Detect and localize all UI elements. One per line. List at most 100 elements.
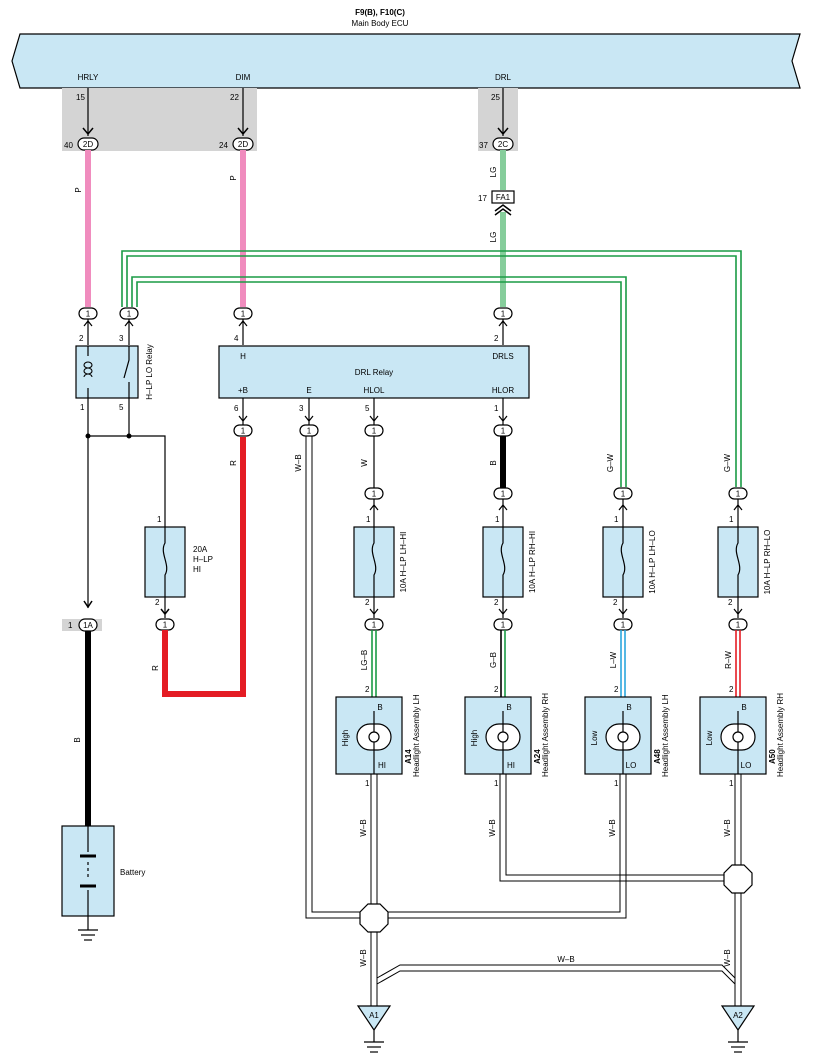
- svg-text:DRLS: DRLS: [492, 352, 513, 361]
- svg-text:4: 4: [234, 334, 239, 343]
- svg-text:Headlight Assembly RH: Headlight Assembly RH: [776, 693, 785, 777]
- svg-text:1: 1: [501, 621, 506, 630]
- svg-text:2: 2: [614, 685, 619, 694]
- svg-text:HLOL: HLOL: [364, 386, 385, 395]
- svg-text:W–B: W–B: [723, 819, 732, 836]
- ecu-pin-dim: DIM: [236, 73, 251, 82]
- svg-text:1: 1: [501, 490, 506, 499]
- wire-label-p2: P: [229, 175, 238, 180]
- junction-pin-37: 37: [479, 141, 488, 150]
- svg-text:B: B: [73, 737, 82, 742]
- svg-text:2: 2: [365, 685, 370, 694]
- pin-22: 22: [230, 93, 239, 102]
- svg-text:1: 1: [86, 310, 91, 319]
- ground-a1: [356, 1005, 392, 1032]
- junction-pin-24: 24: [219, 141, 228, 150]
- battery-label: Battery: [120, 868, 145, 877]
- svg-text:B: B: [741, 703, 746, 712]
- svg-text:HI: HI: [507, 761, 515, 770]
- svg-text:2: 2: [494, 598, 499, 607]
- svg-text:1: 1: [614, 779, 619, 788]
- svg-text:1: 1: [621, 490, 626, 499]
- svg-text:1: 1: [494, 779, 499, 788]
- svg-text:R: R: [229, 460, 238, 466]
- svg-text:W: W: [360, 459, 369, 467]
- svg-text:A24: A24: [533, 749, 542, 764]
- relay-top-connectors: 1 1 1 1: [78, 307, 513, 320]
- svg-text:High: High: [470, 730, 479, 746]
- svg-text:1: 1: [68, 621, 73, 630]
- svg-text:3: 3: [119, 334, 124, 343]
- svg-text:1: 1: [729, 515, 734, 524]
- svg-text:1: 1: [307, 427, 312, 436]
- svg-text:1: 1: [366, 515, 371, 524]
- svg-text:1: 1: [501, 310, 506, 319]
- h-lp-lo-relay-label: H–LP LO Relay: [145, 344, 154, 399]
- pin-25: 25: [491, 93, 500, 102]
- ecu-pin-drl: DRL: [495, 73, 512, 82]
- svg-text:Headlight Assembly RH: Headlight Assembly RH: [541, 693, 550, 777]
- svg-text:LG–B: LG–B: [360, 650, 369, 670]
- svg-text:Low: Low: [590, 730, 599, 745]
- svg-text:1: 1: [501, 427, 506, 436]
- svg-text:H: H: [240, 352, 246, 361]
- svg-text:1: 1: [157, 515, 162, 524]
- svg-text:1: 1: [614, 515, 619, 524]
- svg-text:R–W: R–W: [724, 651, 733, 669]
- wire-label-lg2: LG: [489, 232, 498, 243]
- main-body-ecu: [11, 33, 801, 89]
- svg-text:R: R: [151, 665, 160, 671]
- wire-label-lg1: LG: [489, 167, 498, 178]
- svg-text:1: 1: [495, 515, 500, 524]
- svg-text:HI: HI: [193, 565, 201, 574]
- svg-text:1: 1: [127, 310, 132, 319]
- svg-text:1: 1: [241, 310, 246, 319]
- svg-text:1: 1: [736, 490, 741, 499]
- svg-text:High: High: [341, 730, 350, 746]
- svg-text:FA1: FA1: [496, 193, 511, 202]
- svg-text:A48: A48: [653, 749, 662, 764]
- svg-text:Headlight Assembly LH: Headlight Assembly LH: [412, 694, 421, 777]
- h-lp-lo-relay: [75, 345, 139, 399]
- fuse-hi-amp: 20A: [193, 545, 208, 554]
- svg-text:B: B: [626, 703, 631, 712]
- svg-text:1: 1: [372, 490, 377, 499]
- svg-text:W–B: W–B: [294, 454, 303, 471]
- svg-text:B: B: [489, 460, 498, 465]
- svg-text:1: 1: [163, 621, 168, 630]
- svg-text:1: 1: [241, 427, 246, 436]
- svg-text:Headlight Assembly LH: Headlight Assembly LH: [661, 694, 670, 777]
- svg-text:2D: 2D: [238, 140, 248, 149]
- svg-text:2C: 2C: [498, 140, 508, 149]
- svg-text:2: 2: [155, 598, 160, 607]
- svg-text:3: 3: [299, 404, 304, 413]
- svg-text:B: B: [506, 703, 511, 712]
- svg-text:H–LP: H–LP: [193, 555, 213, 564]
- svg-text:1: 1: [372, 427, 377, 436]
- svg-text:10A H–LP RH–LO: 10A H–LP RH–LO: [763, 530, 772, 595]
- svg-text:2: 2: [79, 334, 84, 343]
- ground-a2: [720, 1005, 756, 1032]
- svg-text:W–B: W–B: [608, 819, 617, 836]
- svg-text:W–B: W–B: [359, 949, 368, 966]
- svg-text:5: 5: [365, 404, 370, 413]
- ecu-subtitle: Main Body ECU: [352, 19, 409, 28]
- svg-text:A50: A50: [768, 749, 777, 764]
- svg-text:LO: LO: [626, 761, 637, 770]
- svg-text:W–B: W–B: [557, 955, 574, 964]
- svg-text:10A H–LP LH–LO: 10A H–LP LH–LO: [648, 530, 657, 593]
- svg-text:2D: 2D: [83, 140, 93, 149]
- svg-text:10A H–LP LH–HI: 10A H–LP LH–HI: [399, 532, 408, 593]
- svg-text:L–W: L–W: [609, 651, 618, 668]
- pin-15: 15: [76, 93, 85, 102]
- ecu-title: F9(B), F10(C): [355, 8, 405, 17]
- splice-node-1: [359, 903, 389, 933]
- svg-text:2: 2: [494, 685, 499, 694]
- wire-label-p1: P: [74, 187, 83, 192]
- svg-text:2: 2: [494, 334, 499, 343]
- svg-text:1: 1: [736, 621, 741, 630]
- junction-pin-40: 40: [64, 141, 73, 150]
- svg-text:2: 2: [729, 685, 734, 694]
